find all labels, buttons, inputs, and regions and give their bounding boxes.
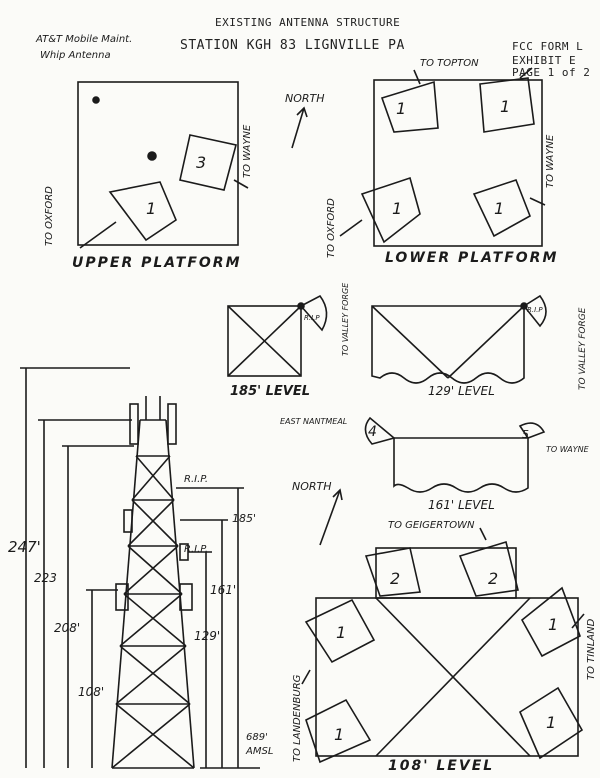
lower-platform-frame [373, 79, 543, 247]
lower-arrow-wayne [529, 197, 546, 206]
upper-to-wayne: TO WAYNE [242, 124, 253, 178]
level-108-ant2a-label: 2 [390, 569, 400, 588]
tower-rip-lower: R.I.P. [184, 544, 208, 555]
height-247: 247' [8, 538, 41, 556]
level-185-rip-dish [299, 294, 328, 332]
level-108-ant-sw-label: 1 [334, 725, 344, 744]
level-129-brace-1 [371, 305, 449, 379]
level-108-arrow-tinland [571, 613, 585, 629]
lower-antenna-nw [380, 80, 439, 133]
level-108-lower-frame [315, 597, 579, 757]
whip-antenna-marker [92, 96, 100, 104]
level-161-to-wayne: TO WAYNE [546, 445, 590, 454]
upper-platform-mast [147, 151, 157, 161]
level-161-label: 161' LEVEL [428, 498, 495, 512]
level-129-label: 129' LEVEL [428, 384, 495, 398]
height-223: 223 [34, 571, 57, 585]
lower-to-topton: TO TOPTON [420, 58, 479, 69]
level-161-dish-5 [518, 422, 546, 439]
north-arrow-upper [291, 107, 305, 149]
level-129-frame [371, 305, 525, 384]
level-161-dish-4 [364, 416, 396, 445]
upper-antenna-3 [179, 134, 237, 191]
level-108-ant-ne-label: 1 [548, 615, 558, 634]
level-108-antenna-sw [305, 698, 372, 764]
upper-arrow-oxford [79, 221, 117, 249]
lower-antenna-se [472, 179, 531, 238]
level-108-antenna-2a [364, 547, 421, 597]
level-108-to-tinland: TO TINLAND [586, 618, 597, 680]
level-108-antenna-nw [304, 598, 376, 664]
level-129-rip: R.I.P [527, 306, 543, 314]
lower-to-wayne: TO WAYNE [545, 134, 556, 188]
upper-to-oxford: TO OXFORD [44, 186, 55, 246]
upper-antenna-1 [108, 181, 177, 242]
level-108-brace-2 [375, 597, 531, 757]
lower-antenna-ne [479, 77, 535, 133]
whip-note-1: AT&T Mobile Maint. [36, 34, 133, 45]
lower-antenna-sw [360, 176, 421, 244]
upper-antenna-3-label: 3 [196, 153, 206, 172]
level-108-ant2b-label: 2 [488, 569, 498, 588]
level-161-frame [393, 437, 529, 493]
level-185-to-vf: TO VALLEY FORGE [341, 282, 350, 356]
lower-antenna-nw-label: 1 [396, 99, 406, 118]
lower-platform-label: LOWER PLATFORM [385, 250, 559, 266]
level-161-ant5-label: 5 [522, 428, 529, 441]
level-161-ant4-label: 4 [368, 424, 377, 440]
upper-antenna-1-label: 1 [146, 199, 156, 218]
level-161-to-east: EAST NANTMEAL [280, 417, 347, 426]
lower-antenna-ne-label: 1 [500, 97, 510, 116]
station-id: STATION KGH 83 LIGNVILLE PA [180, 38, 405, 53]
tower-amsl-value: 689' [246, 732, 268, 743]
level-108-to-landen: TO LANDENBURG [292, 674, 303, 762]
north-label-upper: NORTH [285, 92, 325, 105]
level-108-to-geiger: TO GEIGERTOWN [388, 520, 475, 531]
upper-arrow-wayne [233, 179, 249, 189]
lower-arrow-ne [519, 67, 533, 79]
lower-to-oxford: TO OXFORD [326, 198, 337, 258]
level-108-antenna-ne [520, 586, 581, 658]
level-129-rip-dish [522, 294, 547, 328]
level-108-label: 108' LEVEL [388, 758, 495, 774]
tower-rip-upper: R.I.P. [184, 474, 208, 485]
height-208: 208' [54, 621, 80, 635]
level-185-frame [227, 305, 302, 377]
level-108-antenna-se [518, 686, 584, 760]
fcc-form: FCC FORM L [512, 40, 584, 53]
level-185-label: 185' LEVEL [230, 384, 311, 399]
tower-elevation [111, 396, 195, 769]
lower-antenna-sw-label: 1 [392, 199, 402, 218]
level-185-rip: R.I.P [304, 314, 320, 322]
exhibit-id: EXHIBIT E [512, 54, 577, 67]
height-108: 108' [78, 685, 104, 699]
level-129-to-vf: TO VALLEY FORGE [578, 307, 588, 390]
lower-arrow-topton [413, 69, 421, 85]
level-108-ant-nw-label: 1 [336, 623, 346, 642]
height-129: 129' [194, 629, 220, 643]
north-arrow-lower [319, 489, 341, 546]
north-label-lower: NORTH [292, 480, 332, 493]
upper-platform-frame [77, 81, 239, 246]
height-185: 185' [232, 512, 256, 525]
north-arrowhead-lower [332, 488, 343, 501]
level-185-brace-2 [227, 305, 302, 377]
tower-amsl-unit: AMSL [245, 746, 273, 757]
page-title: EXISTING ANTENNA STRUCTURE [215, 16, 401, 29]
level-108-ant-se-label: 1 [546, 713, 556, 732]
level-108-antenna-2b [458, 540, 519, 597]
upper-platform-label: UPPER PLATFORM [72, 255, 242, 271]
level-129-brace-2 [447, 305, 525, 379]
north-arrowhead-upper [296, 106, 308, 118]
lower-arrow-oxford [339, 219, 363, 237]
level-108-arrow-geiger [479, 527, 487, 541]
level-108-arrow-landen [301, 669, 311, 685]
height-161: 161' [210, 583, 236, 597]
whip-note-2: Whip Antenna [40, 50, 111, 61]
lower-antenna-se-label: 1 [494, 199, 504, 218]
